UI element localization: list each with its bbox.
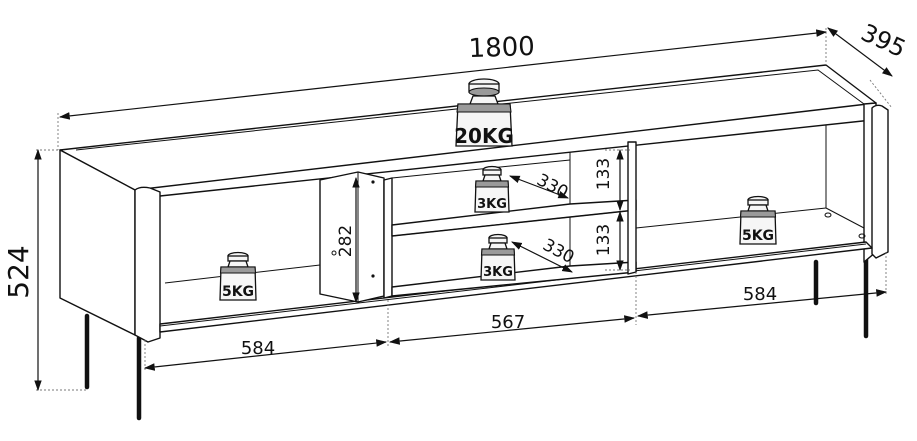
label-right-compartment: 584 [743, 284, 777, 305]
middle-top-back [391, 159, 571, 179]
dimension-lines [34, 27, 893, 392]
cable-hole-front [858, 233, 866, 239]
dim-line-left-compartment [143, 339, 388, 371]
label-height: 524 [2, 245, 35, 298]
weight-icon-upper-shelf: 3KG [474, 165, 510, 213]
back-wall-top-edge [159, 119, 873, 197]
label-shelf-spacing-lower: 133 [594, 224, 614, 256]
weight-icon-right-compartment: 5KG [739, 195, 777, 245]
dim-line-right-compartment [636, 289, 888, 319]
load-label-right-compartment: 5KG [742, 228, 774, 244]
middle-right-wall [627, 141, 637, 275]
label-shelf-depth-lower: 330 [539, 235, 577, 268]
label-left-compartment: 584 [241, 338, 275, 359]
load-label-lower-shelf: 3KG [483, 265, 513, 280]
bottom-inner-line [159, 243, 867, 327]
right-floor-side [825, 207, 865, 229]
load-label-left-compartment: 5KG [222, 284, 254, 300]
weight-icon-lower-shelf: 3KG [480, 233, 516, 281]
label-shelf-spacing-upper: 133 [594, 158, 614, 190]
shelf-pin-hole [331, 250, 337, 256]
hinge-hole-bottom [371, 274, 375, 278]
front-left-pillar [134, 186, 161, 343]
upper-shelf-front [391, 209, 637, 237]
middle-left-wall [383, 177, 393, 299]
label-middle-compartment: 567 [491, 312, 525, 333]
cable-hole-right [824, 212, 832, 218]
label-shelf-depth-upper: 330 [533, 170, 571, 203]
label-width: 1800 [468, 32, 535, 64]
weight-icon-left-compartment: 5KG [219, 251, 257, 301]
hinge-hole-top [371, 180, 375, 184]
dim-line-shelf-depth-upper [508, 175, 570, 199]
dim-line-width [58, 29, 828, 120]
label-depth: 395 [857, 18, 910, 63]
dim-line-depth [827, 27, 893, 77]
load-label-top: 20KG [454, 124, 514, 148]
right-floor-back [635, 207, 827, 229]
load-label-upper-shelf: 3KG [477, 197, 507, 212]
front-right-pillar [871, 104, 889, 259]
right-compartment [635, 125, 866, 239]
label-inner-height: 282 [336, 225, 356, 257]
dim-line-shelf-depth-lower [511, 241, 573, 273]
dim-line-middle-compartment [388, 315, 636, 345]
weight-icon-top: 20KG [454, 78, 514, 148]
